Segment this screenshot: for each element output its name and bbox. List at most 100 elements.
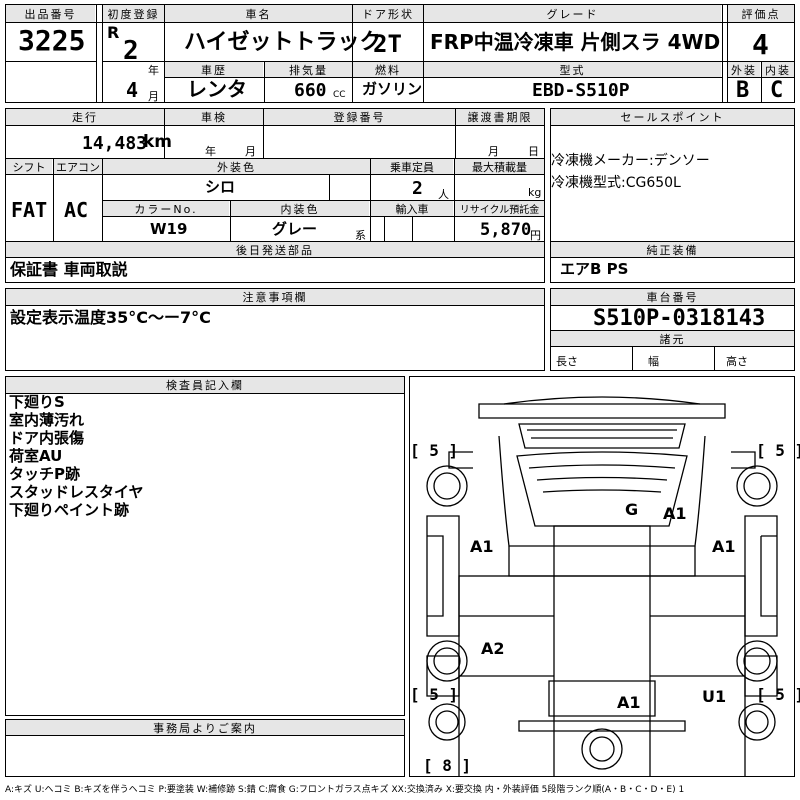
label-chassis-no: 車台番号: [551, 289, 794, 305]
sales-point-line-2: 冷凍機型式:CG650L: [551, 175, 681, 191]
label-interior: 内装: [762, 62, 794, 77]
left-door-mark: A1: [470, 537, 494, 556]
deadline-month-unit: 月: [488, 145, 499, 158]
label-car-name: 車名: [165, 5, 352, 22]
label-model: 型式: [424, 62, 721, 77]
label-transfer-deadline: 譲渡書期限: [456, 109, 544, 125]
lot-number: 3225: [18, 24, 86, 57]
left-rear-mark: A2: [481, 639, 505, 658]
cc-unit: CC: [333, 90, 346, 100]
label-sales-point: セールスポイント: [551, 109, 794, 125]
deadline-day-unit: 日: [528, 145, 539, 158]
mileage: 14,483: [82, 133, 148, 154]
genuine-equip-box: [550, 241, 795, 283]
rear-right-mark: U1: [702, 687, 727, 706]
insp-year-unit: 年: [205, 145, 216, 158]
label-max-load: 最大積載量: [455, 159, 544, 174]
chassis-no: S510P-0318143: [593, 306, 766, 331]
rear-center-mark: A1: [617, 693, 641, 712]
interior-suffix: 系: [355, 229, 366, 242]
label-history: 車歴: [165, 62, 263, 77]
label-ext-color: 外装色: [103, 159, 370, 174]
inspector-note: スタッドレスタイヤ: [9, 483, 144, 501]
header-grid: [5, 4, 795, 103]
label-first-reg: 初度登録: [103, 5, 164, 22]
era-label: R: [107, 23, 120, 42]
door-type: 2T: [373, 30, 402, 58]
label-import: 輸入車: [371, 201, 453, 216]
shift: FAT: [11, 198, 48, 222]
label-notes: 注意事項欄: [6, 289, 544, 305]
label-fuel: 燃料: [353, 62, 423, 77]
exterior-grade: B: [736, 78, 750, 103]
recycle: 5,870: [480, 220, 532, 240]
inspector-note: ドア内張傷: [9, 429, 85, 447]
car-name: ハイゼットトラック: [184, 30, 382, 55]
aircon: AC: [64, 198, 89, 222]
label-lot-no: 出品番号: [6, 5, 95, 22]
tire-rr-mark: [ 5 ]: [756, 685, 800, 704]
label-height: 高さ: [726, 355, 748, 368]
score: 4: [752, 28, 769, 61]
history: レンタ: [187, 77, 247, 101]
notes-box: [5, 288, 545, 371]
office-notes-box: [5, 719, 405, 777]
insp-month-unit: 月: [245, 145, 256, 158]
label-grade: グレード: [424, 5, 721, 22]
label-door-type: ドア形状: [353, 5, 423, 22]
displacement: 660: [294, 80, 327, 101]
label-exterior: 外装: [728, 62, 760, 77]
inspector-notes-box: [5, 376, 405, 716]
spare-tire-mark: [ 8 ]: [423, 756, 472, 775]
inspector-note: 室内薄汚れ: [9, 411, 85, 429]
front-right-mark: A1: [663, 504, 687, 523]
label-score: 評価点: [728, 5, 794, 22]
inspector-note: 下廻りS: [9, 393, 65, 411]
ext-color: シロ: [205, 178, 236, 196]
label-inspection: 車検: [165, 109, 263, 125]
fuel: ガソリン: [362, 80, 423, 98]
label-length: 長さ: [556, 355, 578, 368]
kg-unit: kg: [528, 186, 542, 199]
model: EBD-S510P: [532, 80, 630, 101]
right-door-mark: A1: [712, 537, 736, 556]
details-grid: [5, 108, 545, 283]
sales-point-line-1: 冷凍機メーカー:デンソー: [551, 153, 710, 169]
label-color-no: カラーNo.: [103, 201, 229, 216]
month-unit: 月: [148, 90, 159, 103]
km-unit: km: [143, 132, 173, 152]
grade: FRP中温冷凍車 片側スラ 4WD: [430, 30, 721, 54]
inspector-note: 荷室AU: [9, 447, 63, 465]
yen-unit: 円: [530, 229, 541, 242]
label-mileage: 走行: [6, 109, 164, 125]
label-recycle: リサイクル預託金: [455, 201, 544, 216]
label-width: 幅: [648, 355, 659, 368]
year-unit: 年: [148, 64, 159, 77]
label-int-color: 内装色: [231, 201, 369, 216]
reg-year: 2: [123, 36, 139, 66]
later-parts: 保証書 車両取説: [10, 260, 128, 279]
int-color: グレー: [272, 220, 318, 238]
label-specs: 諸元: [551, 331, 794, 346]
interior-grade: C: [770, 78, 784, 103]
notes: 設定表示温度35°C〜ー7°C: [10, 308, 211, 327]
label-reg-no: 登録番号: [264, 109, 455, 125]
label-capacity: 乗車定員: [371, 159, 453, 174]
tire-rl-mark: [ 5 ]: [410, 685, 459, 704]
legend: A:キズ U:ヘコミ B:キズを伴うヘコミ P:要塗装 W:補修跡 S:錆 C:…: [5, 785, 685, 795]
label-displacement: 排気量: [265, 62, 352, 77]
inspector-note: 下廻りペイント跡: [9, 501, 130, 519]
color-no: W19: [150, 220, 188, 238]
tire-fl-mark: [ 5 ]: [410, 441, 459, 460]
label-genuine-equip: 純正装備: [551, 242, 794, 257]
inspector-note: タッチP跡: [9, 465, 80, 483]
label-aircon: エアコン: [54, 159, 102, 174]
chassis-box: [550, 288, 795, 371]
label-later-parts: 後日発送部品: [6, 242, 544, 257]
capacity: 2: [412, 178, 423, 199]
windshield-mark: G: [625, 500, 639, 519]
genuine-equip: エアB PS: [560, 260, 629, 278]
tire-fr-mark: [ 5 ]: [756, 441, 800, 460]
label-shift: シフト: [6, 159, 52, 174]
reg-month: 4: [126, 78, 139, 102]
